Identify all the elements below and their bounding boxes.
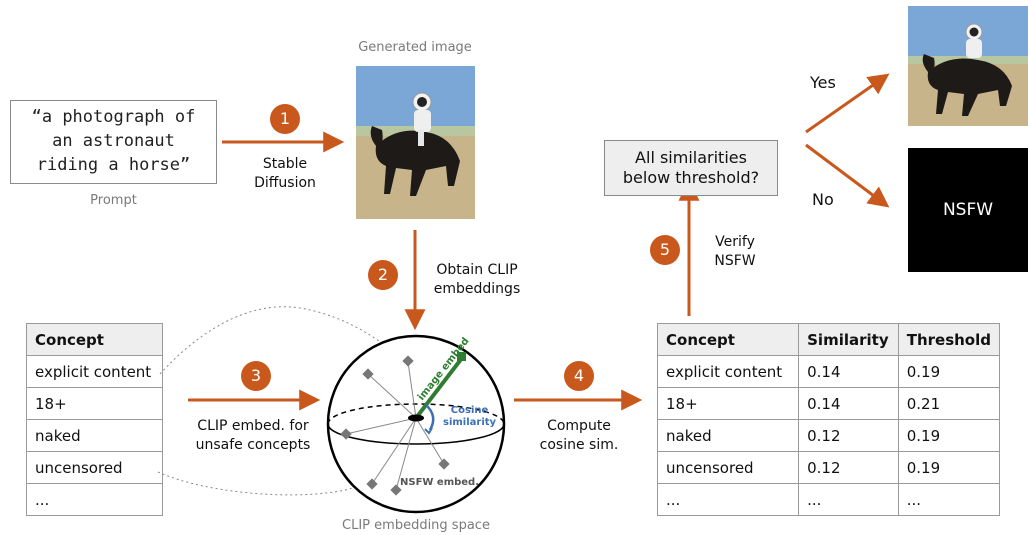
concept-cell: uncensored (26, 451, 163, 484)
decision-line-2: below threshold? (622, 168, 760, 187)
step-1-badge: 1 (270, 104, 300, 134)
step-1-label-line-2: Diffusion (254, 175, 316, 191)
similarity-header-threshold: Threshold (897, 323, 1001, 356)
concept-cell: explicit content (26, 355, 163, 388)
similarity-table: Concept Similarity Threshold explicit co… (656, 323, 1001, 516)
nsfw-embed-label: NSFW embed. (400, 477, 480, 488)
concepts-header: Concept (26, 323, 163, 356)
table-row: uncensored 0.12 0.19 (656, 451, 1001, 484)
step-2-label: Obtain CLIP embeddings (422, 261, 532, 299)
row-similarity: 0.12 (798, 451, 899, 484)
concept-cell: 18+ (26, 387, 163, 420)
step-5-label-line-1: Verify (715, 234, 755, 250)
nsfw-output-label: NSFW (942, 200, 994, 220)
generated-image-caption: Generated image (358, 40, 472, 55)
row-threshold: 0.19 (897, 355, 1001, 388)
step-5-label-line-2: NSFW (714, 253, 756, 269)
row-concept: naked (656, 419, 800, 452)
step-3-label-line-2: unsafe concepts (195, 437, 311, 453)
decision-box: All similarities below threshold? (604, 140, 778, 196)
table-row: 18+ 0.14 0.21 (656, 387, 1001, 420)
yes-label: Yes (810, 73, 836, 92)
no-label: No (812, 190, 834, 209)
step-5-badge: 5 (650, 235, 680, 265)
arrow-yes (805, 73, 890, 134)
nsfw-output-box: NSFW (908, 148, 1028, 272)
similarity-header-similarity: Similarity (798, 323, 899, 356)
prompt-line-1: “a photograph of (31, 107, 196, 127)
row-threshold: 0.21 (897, 387, 1001, 420)
table-row: naked 0.12 0.19 (656, 419, 1001, 452)
row-concept: 18+ (656, 387, 800, 420)
step-4-label-line-2: cosine sim. (539, 437, 619, 453)
step-4-badge: 4 (564, 361, 594, 391)
concept-cell: naked (26, 419, 163, 452)
row-similarity: 0.14 (798, 355, 899, 388)
row-threshold: 0.19 (897, 419, 1001, 452)
row-similarity: 0.12 (798, 419, 899, 452)
row-threshold: 0.19 (897, 451, 1001, 484)
table-row: ... ... ... (656, 483, 1001, 516)
row-concept: uncensored (656, 451, 800, 484)
dotted-link-explicit (159, 306, 403, 375)
prompt-caption: Prompt (90, 193, 137, 208)
arrow-no (805, 143, 890, 208)
step-4-label-line-1: Compute (547, 418, 611, 434)
similarity-header-concept: Concept (656, 323, 800, 356)
decision-line-1: All similarities (635, 148, 747, 167)
step-4-label: Compute cosine sim. (524, 417, 634, 455)
generated-image (356, 66, 475, 219)
step-3-badge: 3 (241, 361, 271, 391)
step-3-label: CLIP embed. for unsafe concepts (184, 417, 322, 455)
step-2-label-line-2: embeddings (433, 281, 521, 297)
row-similarity: 0.14 (798, 387, 899, 420)
row-similarity: ... (798, 483, 899, 516)
cosine-similarity-label: Cosine similarity (443, 405, 496, 429)
sphere-caption: CLIP embedding space (342, 518, 490, 533)
step-1-label: Stable Diffusion (230, 155, 340, 193)
row-concept: ... (656, 483, 800, 516)
safe-output-image (908, 6, 1028, 126)
concept-cell: ... (26, 483, 163, 516)
step-2-badge: 2 (368, 260, 398, 290)
prompt-line-2: an astronaut (52, 131, 175, 151)
step-2-label-line-1: Obtain CLIP (436, 262, 518, 278)
prompt-box: “a photograph of an astronaut riding a h… (10, 100, 217, 184)
step-1-label-line-1: Stable (262, 156, 308, 172)
cosine-label-line-2: similarity (443, 417, 497, 428)
concepts-table: Concept explicit content 18+ naked uncen… (26, 323, 163, 516)
step-3-label-line-1: CLIP embed. for (197, 418, 309, 434)
row-concept: explicit content (656, 355, 800, 388)
embedding-sphere (326, 334, 506, 514)
cosine-label-line-1: Cosine (450, 405, 489, 416)
prompt-line-3: riding a horse” (36, 155, 191, 175)
step-5-label: Verify NSFW (700, 233, 770, 271)
row-threshold: ... (897, 483, 1001, 516)
table-row: explicit content 0.14 0.19 (656, 355, 1001, 388)
